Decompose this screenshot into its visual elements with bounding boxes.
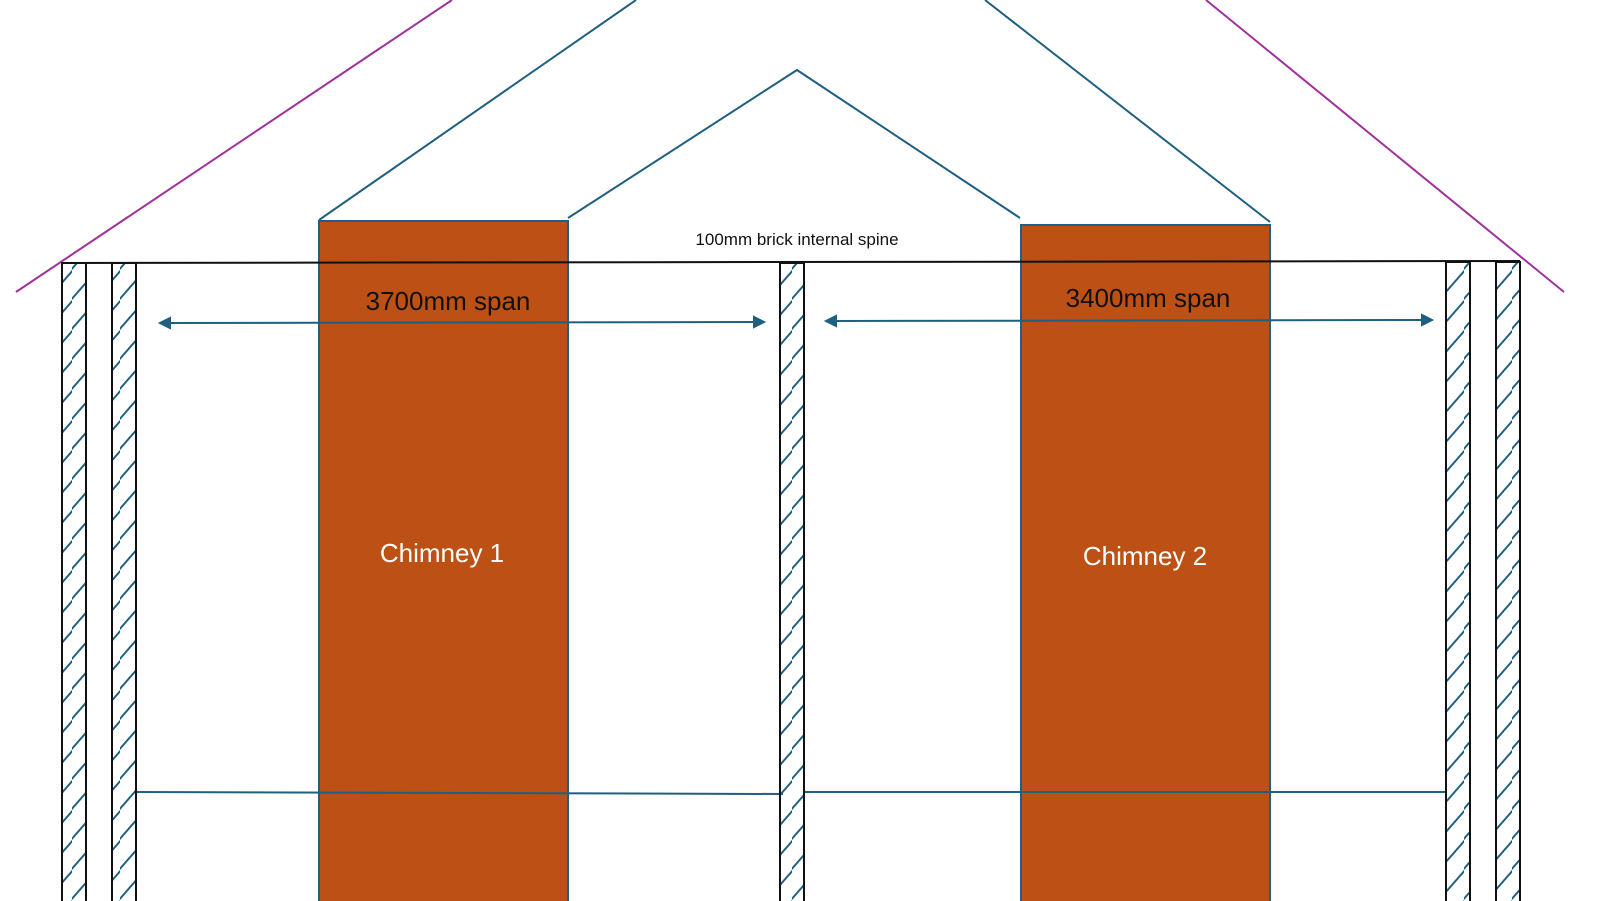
outer-roof-left <box>15 0 453 293</box>
right-inner-wall <box>1445 261 1471 901</box>
span-arrow-right <box>823 313 1435 328</box>
span-arrow-left <box>157 315 767 330</box>
outer-roof-right <box>1205 0 1565 293</box>
spine-label: 100mm brick internal spine <box>695 230 898 249</box>
left-inner-wall <box>111 262 137 901</box>
chimney-2 <box>1020 224 1271 901</box>
left-outer-wall <box>61 262 87 901</box>
span-label-left: 3700mm span <box>366 286 531 316</box>
span-label-right: 3400mm span <box>1066 283 1231 313</box>
chimney-1-label: Chimney 1 <box>380 538 504 568</box>
chimney-2-label: Chimney 2 <box>1083 541 1207 571</box>
floor-line-left <box>136 791 784 795</box>
right-outer-wall <box>1495 261 1521 901</box>
chimney-1-roof-line <box>318 0 637 221</box>
inner-gable <box>567 68 1021 219</box>
internal-spine-wall <box>779 262 805 901</box>
chimney-2-roof-line <box>984 0 1271 223</box>
chimney-1 <box>318 220 569 901</box>
